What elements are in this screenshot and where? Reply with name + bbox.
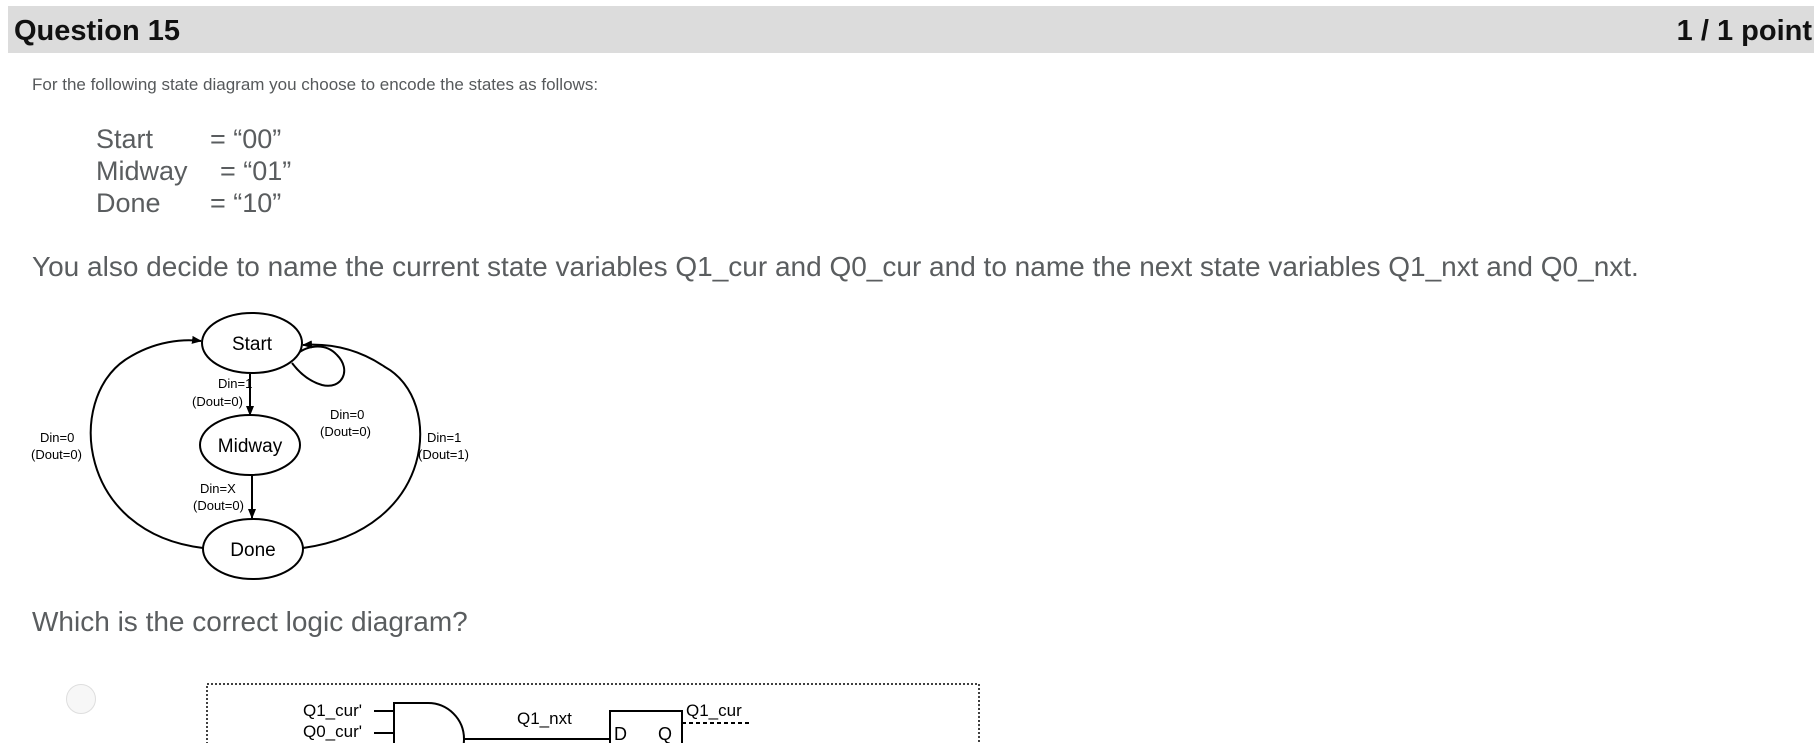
gate-input-label: Q0_cur': [303, 722, 362, 741]
next-state-label: Q1_nxt: [517, 709, 572, 728]
state-done: [202, 518, 304, 580]
and-gate: [393, 702, 465, 743]
question-prompt: Which is the correct logic diagram?: [32, 606, 468, 637]
question-title: Question 15: [14, 15, 180, 47]
ff-d-label: D: [614, 724, 627, 743]
transition-label-output: (Dout=0): [193, 498, 244, 513]
state-start-label: Start: [232, 334, 273, 355]
encoding-value: = “10”: [210, 188, 282, 218]
transition-label-output: (Dout=1): [418, 447, 469, 462]
encoding-state: Done: [96, 188, 161, 218]
state-midway: [199, 414, 301, 476]
transition-start-self-loop: [291, 345, 346, 387]
question-intro: For the following state diagram you choo…: [32, 75, 599, 94]
transition-label-output: (Dout=0): [192, 394, 243, 409]
transition-label-input: Din=1: [427, 430, 461, 445]
transition-label-input: Din=X: [200, 481, 236, 496]
ff-q-label: Q: [658, 724, 672, 743]
state-diagram: Start Midway Done Din=1 (Dout=0) Din=0 (…: [31, 312, 469, 580]
encoding-value: = “01”: [220, 156, 292, 186]
question-points: 1 / 1 point: [1676, 15, 1812, 47]
state-start: [201, 312, 303, 374]
transition-done-to-start-left: [89, 335, 204, 549]
transition-label-input: Din=1: [218, 376, 252, 391]
d-flip-flop: [609, 710, 683, 743]
encoding-state: Start: [96, 124, 154, 154]
state-midway-label: Midway: [218, 436, 283, 457]
question-header: Question 15 1 / 1 point: [8, 6, 1814, 53]
transition-label-input: Din=0: [330, 407, 364, 422]
encoding-state: Midway: [96, 156, 188, 186]
transition-label-input: Din=0: [40, 430, 74, 445]
answer-option-a-radio[interactable]: [66, 684, 96, 714]
encoding-value: = “00”: [210, 124, 282, 154]
answer-option-a-diagram[interactable]: Q1_cur' Q0_cur' Q1_nxt D Q Q1_cur: [206, 683, 982, 743]
transition-label-output: (Dout=0): [320, 424, 371, 439]
transition-label-output: (Dout=0): [31, 447, 82, 462]
question-statement: You also decide to name the current stat…: [32, 251, 1639, 282]
output-label: Q1_cur: [686, 701, 742, 720]
state-done-label: Done: [230, 540, 275, 561]
gate-input-label: Q1_cur': [303, 701, 362, 720]
option-border: [206, 683, 980, 743]
transition-done-to-start-right: [302, 340, 422, 549]
